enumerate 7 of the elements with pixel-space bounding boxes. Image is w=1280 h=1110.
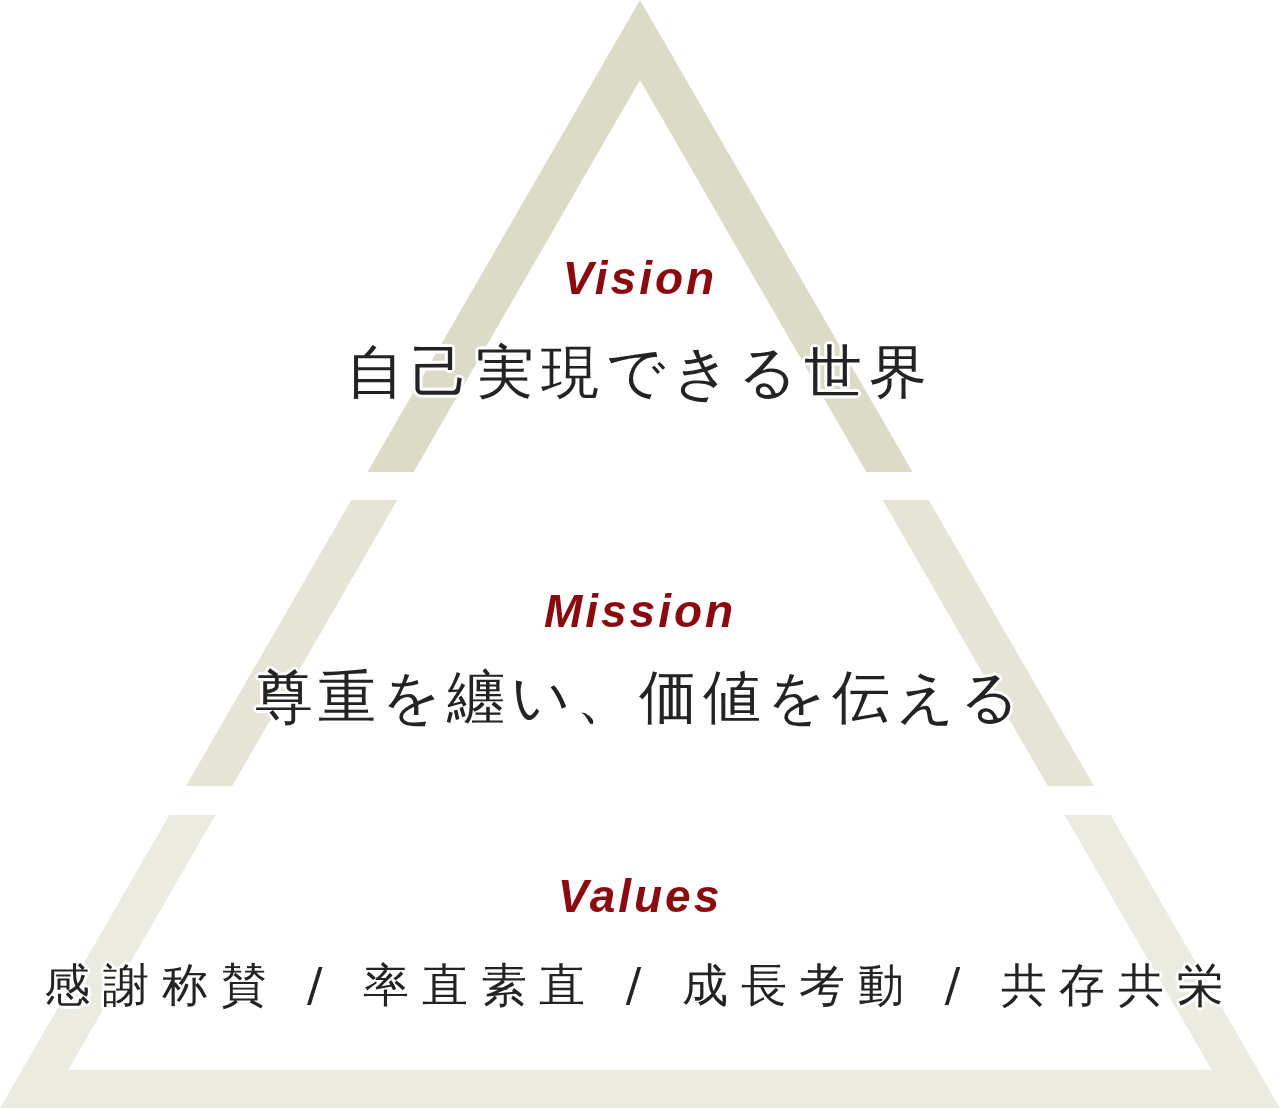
- tier-statement: 尊重を纏い、価値を伝える: [254, 668, 1026, 726]
- pyramid-tier: [0, 815, 1280, 1108]
- tier-heading: Mission: [543, 585, 737, 637]
- tier-statement: 感謝称賛 / 率直素直 / 成長考動 / 共存共栄: [43, 962, 1237, 1008]
- tier-heading: Values: [557, 870, 723, 922]
- tier-statement: 自己実現できる世界: [346, 343, 934, 401]
- tier-heading: Vision: [562, 252, 718, 304]
